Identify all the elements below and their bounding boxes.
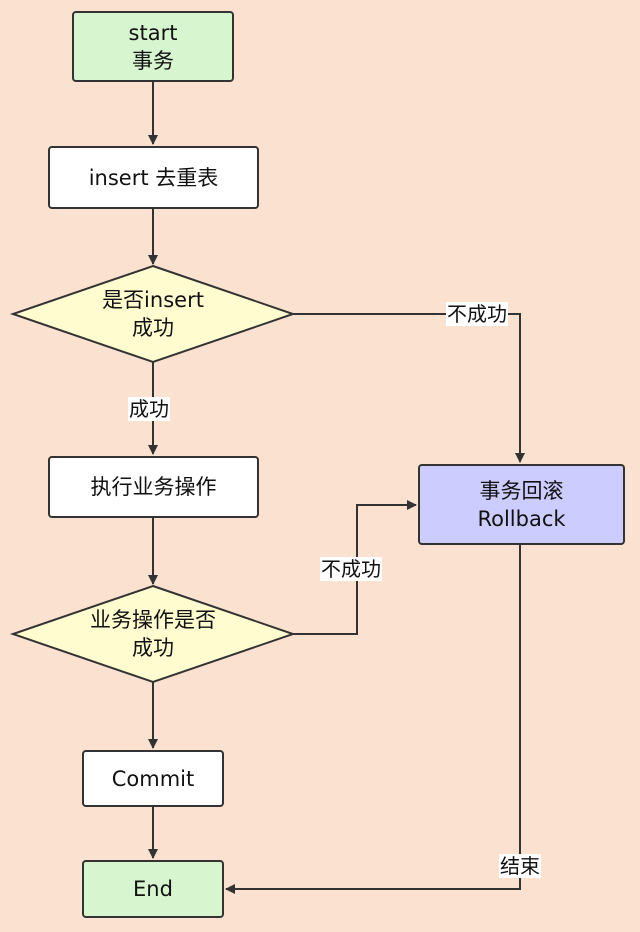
edge-label-decision1-fail: 不成功 <box>446 302 508 326</box>
edge-label-decision1-success: 成功 <box>128 397 170 421</box>
end-node: End <box>82 860 224 918</box>
edge-label-decision2-fail: 不成功 <box>320 557 382 581</box>
decision-2-label: 业务操作是否 成功 <box>90 608 216 660</box>
edge-label-rollback-end: 结束 <box>499 854 541 878</box>
insert-dedup-node: insert 去重表 <box>48 146 259 209</box>
edge-decision1-rollback <box>293 313 525 463</box>
execute-business-node: 执行业务操作 <box>48 456 259 518</box>
edge-rollback-end <box>225 545 521 894</box>
decision-1-label: 是否insert 成功 <box>102 288 204 340</box>
rollback-node: 事务回滚 Rollback <box>418 464 625 545</box>
start-node: start 事务 <box>72 11 234 82</box>
commit-node: Commit <box>82 750 224 807</box>
